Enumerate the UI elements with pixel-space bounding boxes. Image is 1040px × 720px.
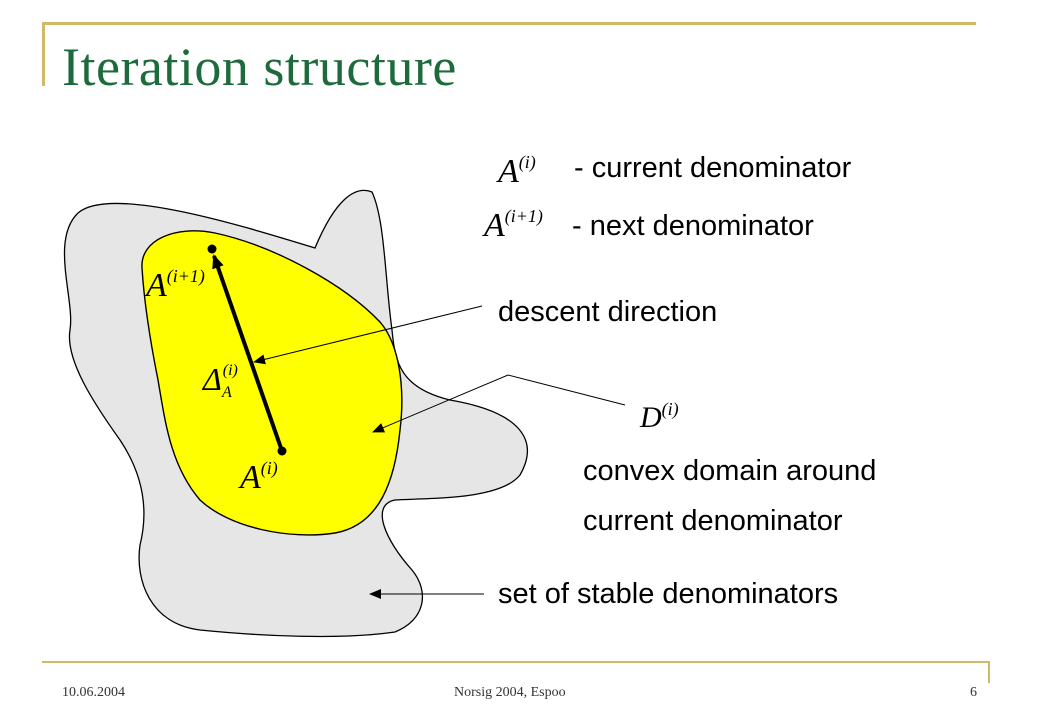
descent-direction-pointer (253, 305, 483, 365)
next-denominator-label: - next denominator (572, 210, 814, 242)
convex-domain-label-line2: current denominator (583, 505, 843, 537)
domain-pointer (372, 374, 626, 433)
legend-current-symbol: A(i) (496, 152, 536, 190)
next-point (207, 244, 217, 254)
footer-event: Norsig 2004, Espoo (454, 685, 566, 700)
next-point-symbol: A(i+1) (144, 266, 205, 304)
descent-vector (212, 254, 284, 452)
slide-frame-bottom-tick (988, 661, 990, 683)
slide-frame-left (42, 22, 45, 86)
current-point-symbol: A(i) (238, 458, 278, 496)
convex-domain-region (141, 230, 403, 536)
footer-page-number: 6 (970, 685, 977, 700)
current-point (277, 446, 287, 456)
slide-title: Iteration structure (62, 37, 457, 97)
domain-symbol: D(i) (639, 399, 679, 434)
footer-date: 10.06.2004 (62, 685, 125, 700)
delta-subscript: A (221, 384, 232, 401)
stable-set-label: set of stable denominators (498, 578, 839, 610)
legend-next-symbol: A(i+1) (482, 206, 543, 244)
slide-frame-bottom (42, 661, 990, 663)
current-denominator-label: - current denominator (574, 152, 852, 184)
descent-direction-label: descent direction (498, 296, 718, 328)
convex-domain-label-line1: convex domain around (583, 455, 877, 487)
slide-frame-top (42, 22, 976, 25)
delta-symbol: Δ(i) (201, 361, 238, 397)
